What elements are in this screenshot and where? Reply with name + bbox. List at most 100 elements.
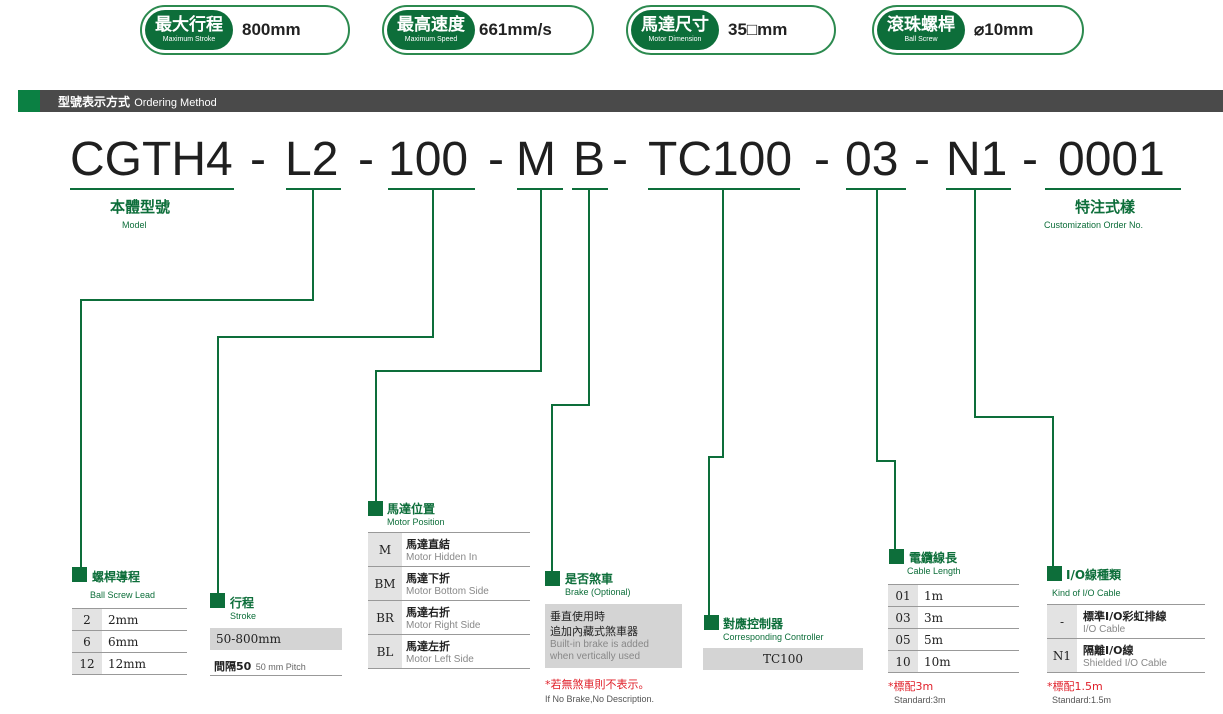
code-dash: - [814,133,830,186]
connector [588,188,590,406]
code-brake: B [573,133,606,186]
connector [312,188,314,301]
connector [540,188,542,372]
lead-marker [72,567,87,582]
connector [217,336,434,338]
code-stroke: 100 [388,133,469,186]
connector [708,456,710,616]
stroke-marker [210,593,225,608]
io-note: *標配1.5m [1047,680,1103,693]
lead-title-en: Ball Screw Lead [90,590,156,600]
underline [70,188,234,190]
connector [80,299,314,301]
connector [974,188,976,418]
stroke-title-en: Stroke [230,611,257,621]
controller-marker [704,615,719,630]
cable-note-en: Standard:3m [894,695,946,705]
code-dash: - [358,133,374,186]
section-marker [18,90,40,112]
connector [375,370,542,372]
brake-title-en: Brake (Optional) [565,587,631,597]
custom-label-en: Customization Order No. [1044,220,1144,230]
connector [876,188,878,462]
code-dash: - [914,133,930,186]
code-io: N1 [946,133,1008,186]
underline [648,188,800,190]
io-title-en: Kind of I/O Cable [1052,588,1121,598]
cable-marker [889,549,904,564]
connector [1052,416,1054,568]
spec-value: ⌀10mm [974,20,1034,39]
underline [388,188,475,190]
stroke-pitch: 間隔50 50 mm Pitch [210,652,342,676]
connector [974,416,1054,418]
custom-label: 特注式樣 [1075,198,1136,216]
cable-title-en: Cable Length [907,566,961,576]
spec-value: 800mm [242,20,301,39]
connector [217,336,219,594]
brake-title: 是否煞車 [565,572,614,586]
brake-box: 垂直使用時 追加內藏式煞車器 Built-in brake is added w… [545,604,682,668]
section-bar: 型號表示方式 Ordering Method [18,90,1223,112]
underline [572,188,608,190]
model-label: 本體型號 [110,198,171,216]
code-cable: 03 [845,133,899,186]
model-label-en: Model [122,220,147,230]
io-marker [1047,566,1062,581]
code-order: 0001 [1058,133,1165,186]
controller-value: TC100 [703,648,863,670]
spec-value: 35□mm [728,20,788,39]
connector [708,456,724,458]
code-model: CGTH4 [70,133,233,186]
code-dash: - [488,133,504,186]
lead-title: 螺桿導程 [92,570,141,584]
controller-title: 對應控制器 [723,617,784,631]
stroke-title: 行程 [230,596,255,610]
motor-title-en: Motor Position [387,517,445,527]
connector [80,299,82,569]
brake-note: *若無煞車則不表示。 [545,678,650,691]
code-lead: L2 [285,133,339,186]
code-dash: - [1022,133,1038,186]
spec-value: 661mm/s [479,20,552,39]
stroke-range: 50-800mm [210,628,342,650]
code-motor: M [516,133,556,186]
code-dash: - [250,133,266,186]
connector [551,404,590,406]
motor-title: 馬達位置 [387,502,436,516]
underline [1045,188,1181,190]
connector [894,460,896,550]
io-note-en: Standard:1.5m [1052,695,1112,705]
cable-title: 電纜線長 [909,551,958,565]
section-title: 型號表示方式 Ordering Method [58,95,217,109]
connector [432,188,434,338]
motor-marker [368,501,383,516]
connector [375,370,377,502]
connector [876,460,896,462]
underline [946,188,1011,190]
connector [551,404,553,572]
controller-title-en: Corresponding Controller [723,632,824,642]
brake-marker [545,571,560,586]
